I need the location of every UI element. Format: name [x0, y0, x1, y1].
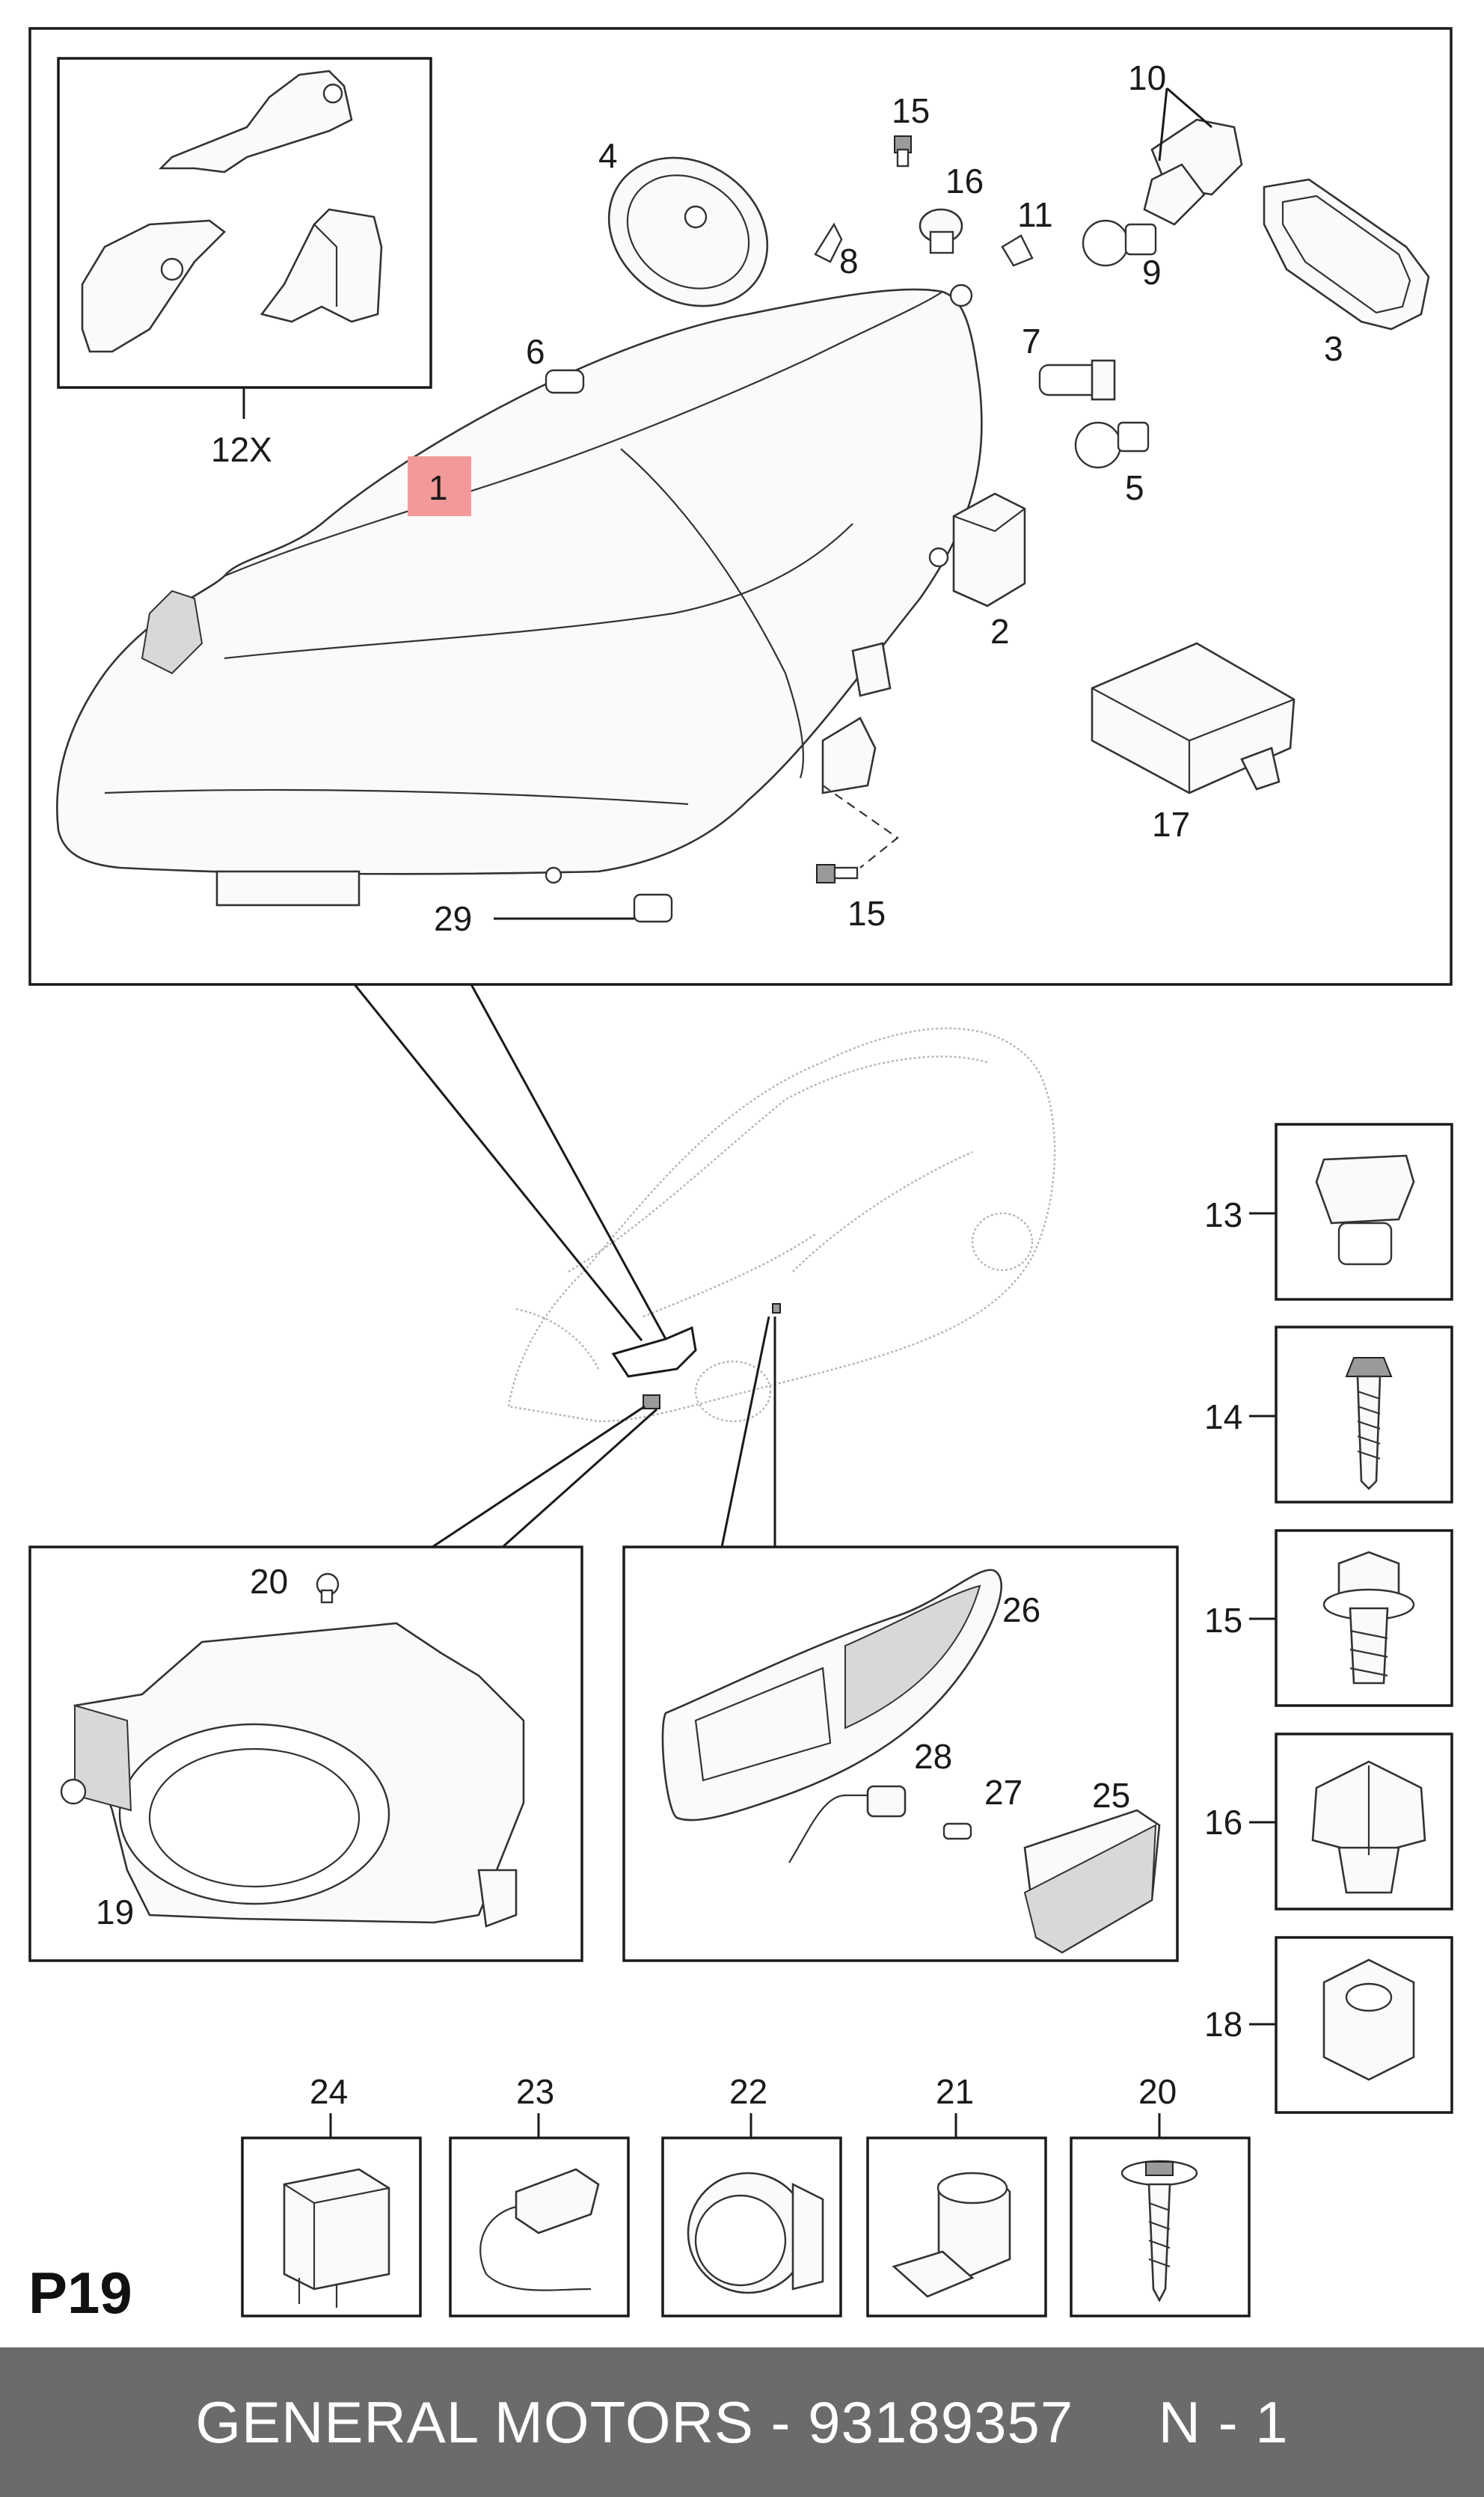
fog-lamp-19: 19 [60, 1622, 525, 1931]
bulb-7: 7 [1022, 322, 1116, 401]
callout-13: 13 [1204, 1195, 1242, 1234]
callout-7: 7 [1022, 322, 1041, 361]
callout-26: 26 [1002, 1590, 1040, 1629]
callout-16-box: 16 [1204, 1803, 1242, 1842]
screw-15-bottom: 15 [816, 864, 886, 933]
level-motor-2: 2 [928, 492, 1026, 651]
footer-brand: GENERAL MOTORS [195, 2389, 754, 2455]
callout-23: 23 [516, 2072, 554, 2111]
callout-27: 27 [984, 1773, 1022, 1812]
callout-15-box: 15 [1204, 1601, 1242, 1640]
clip-13-box: 13 [1204, 1123, 1453, 1301]
footer-spacer [1073, 2389, 1158, 2457]
callout-14: 14 [1204, 1397, 1242, 1436]
callout-17: 17 [1152, 805, 1190, 844]
callout-16-top: 16 [945, 162, 984, 200]
callout-19: 19 [96, 1893, 134, 1931]
bulb-27: 27 [942, 1773, 1022, 1840]
screw-20-box: 20 [1070, 2072, 1251, 2317]
callout-20-box: 20 [1138, 2072, 1177, 2111]
gasket-3: 3 [1263, 178, 1430, 368]
fog-lamp-frame [28, 1545, 583, 1962]
footer-variant: N - 1 [1158, 2389, 1289, 2455]
control-module-17: 17 [1091, 642, 1296, 844]
headlamp-assembly: 1 [56, 284, 983, 907]
callout-2: 2 [990, 612, 1010, 651]
leader-side-marker [720, 1316, 770, 1548]
callout-24: 24 [310, 2072, 348, 2111]
leader-fog-lamp [30, 1405, 646, 1548]
callout-25: 25 [1092, 1776, 1130, 1815]
socket-10: 10 [1128, 58, 1243, 226]
headlamp-frame [28, 27, 1453, 986]
screw-15-top: 15 [892, 91, 930, 168]
vehicle-illustration [507, 1027, 1056, 1423]
small-bulb-6: 6 [526, 332, 585, 394]
callout-1: 1 [429, 468, 448, 507]
screw-20-fog: 20 [250, 1562, 340, 1604]
bracket-kit-group: 12X [57, 57, 432, 469]
page-code: P19 [28, 2260, 132, 2326]
callout-22: 22 [729, 2072, 767, 2111]
clip-11: 11 [1001, 195, 1053, 267]
footer-banner: GENERAL MOTORS - 93189357 N - 1 [0, 2347, 1484, 2497]
callout-4: 4 [598, 136, 618, 175]
bulb-5: 5 [1074, 421, 1150, 507]
callout-10: 10 [1128, 58, 1166, 97]
clip-16-box: 16 [1204, 1732, 1453, 1911]
screw-15-box: 15 [1204, 1529, 1453, 1707]
callout-3: 3 [1324, 329, 1343, 368]
screw-14-box: 14 [1204, 1326, 1453, 1504]
socket-28: 28 [788, 1737, 952, 1863]
callout-29: 29 [434, 899, 472, 938]
bushing-29: 29 [434, 893, 673, 938]
footer-part-number: 93189357 [808, 2389, 1074, 2455]
side-marker-lamp-25: 25 [1023, 1776, 1161, 1954]
bulb-9: 9 [1082, 219, 1162, 292]
callout-12x: 12X [211, 430, 272, 469]
callout-20-top: 20 [250, 1562, 288, 1601]
callout-18: 18 [1204, 2005, 1242, 2044]
footer-separator: - [753, 2389, 809, 2455]
side-marker-housing-26: 26 [661, 1569, 1040, 1822]
relay-24-box: 24 [241, 2072, 422, 2317]
leader-headlamp-left [353, 984, 643, 1341]
callout-21: 21 [936, 2072, 974, 2111]
callout-9: 9 [1142, 253, 1162, 292]
callout-15-top: 15 [892, 91, 930, 130]
callout-5: 5 [1125, 468, 1144, 507]
clip-16-top: 16 [919, 162, 984, 254]
side-marker-frame [622, 1545, 1179, 1962]
leader-headlamp-right [470, 984, 667, 1340]
callout-6: 6 [526, 332, 545, 371]
fog-lamp-22-box: 22 [661, 2072, 842, 2317]
nut-18-box: 18 [1204, 1936, 1453, 2114]
harness-23-box: 23 [449, 2072, 630, 2317]
plug-8: 8 [814, 222, 859, 281]
callout-28: 28 [914, 1737, 952, 1776]
callout-11: 11 [1017, 195, 1053, 234]
callout-8: 8 [839, 242, 859, 281]
cover-cap: 4 [598, 136, 769, 307]
cap-21-box: 21 [866, 2072, 1047, 2317]
callout-15-bottom: 15 [847, 894, 886, 933]
